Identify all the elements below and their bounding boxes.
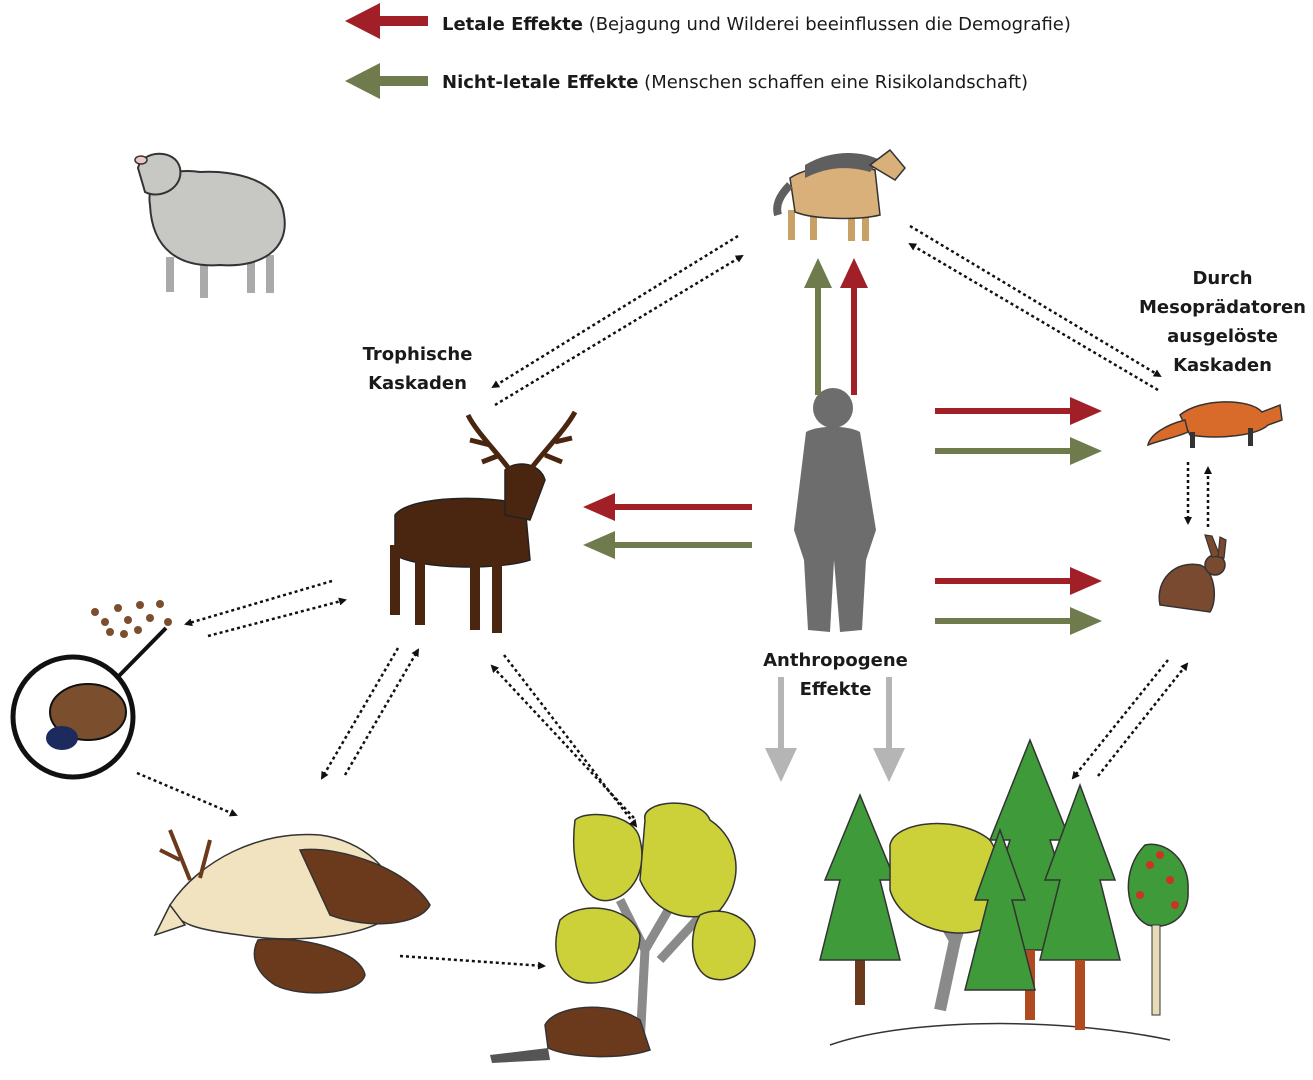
legend-lethal-arrow-icon (345, 3, 428, 39)
trophic-label-line2: Kaskaden (345, 369, 490, 398)
deer-icon (390, 412, 575, 633)
sheep-icon (135, 154, 285, 298)
meso-label-line3: ausgelöste (1135, 322, 1310, 351)
human-icon (794, 388, 876, 632)
meso-label-line2: Mesoprädatoren (1135, 293, 1310, 322)
trophic-cascades-label: Trophische Kaskaden (345, 340, 490, 398)
hare-icon (1159, 535, 1226, 612)
beaver-icon (490, 1007, 650, 1063)
arrows-to-fox (935, 397, 1102, 465)
trophic-label-line1: Trophische (345, 340, 490, 369)
meso-label-line1: Durch (1135, 264, 1310, 293)
meso-label-line4: Kaskaden (1135, 351, 1310, 380)
legend-nonlethal-arrow-icon (345, 63, 428, 99)
mesopredator-cascades-label: Durch Mesoprädatoren ausgelöste Kaskaden (1135, 264, 1310, 380)
anthro-label-line2: Effekte (748, 675, 923, 704)
forest-icon (820, 740, 1188, 1045)
carcass-icon (155, 830, 430, 993)
wolf-icon (777, 150, 905, 241)
anthro-label-line1: Anthropogene (748, 646, 923, 675)
legend-lethal-title: Letale Effekte (442, 14, 583, 35)
anthropogenic-effects-label: Anthropogene Effekte (748, 646, 923, 704)
legend-lethal: Letale Effekte (Bejagung und Wilderei be… (442, 14, 1071, 35)
legend-nonlethal-title: Nicht-letale Effekte (442, 72, 638, 93)
arrows-to-hare (935, 567, 1102, 635)
fox-icon (1148, 402, 1282, 448)
arrows-to-deer (583, 493, 752, 559)
legend-nonlethal: Nicht-letale Effekte (Menschen schaffen … (442, 72, 1028, 93)
arrows-to-wolf (804, 258, 868, 395)
legend-lethal-description: (Bejagung und Wilderei beeinflussen die … (589, 14, 1071, 35)
dung-beetle-icon (13, 657, 133, 777)
legend-nonlethal-description: (Menschen schaffen eine Risikolandschaft… (644, 72, 1028, 93)
